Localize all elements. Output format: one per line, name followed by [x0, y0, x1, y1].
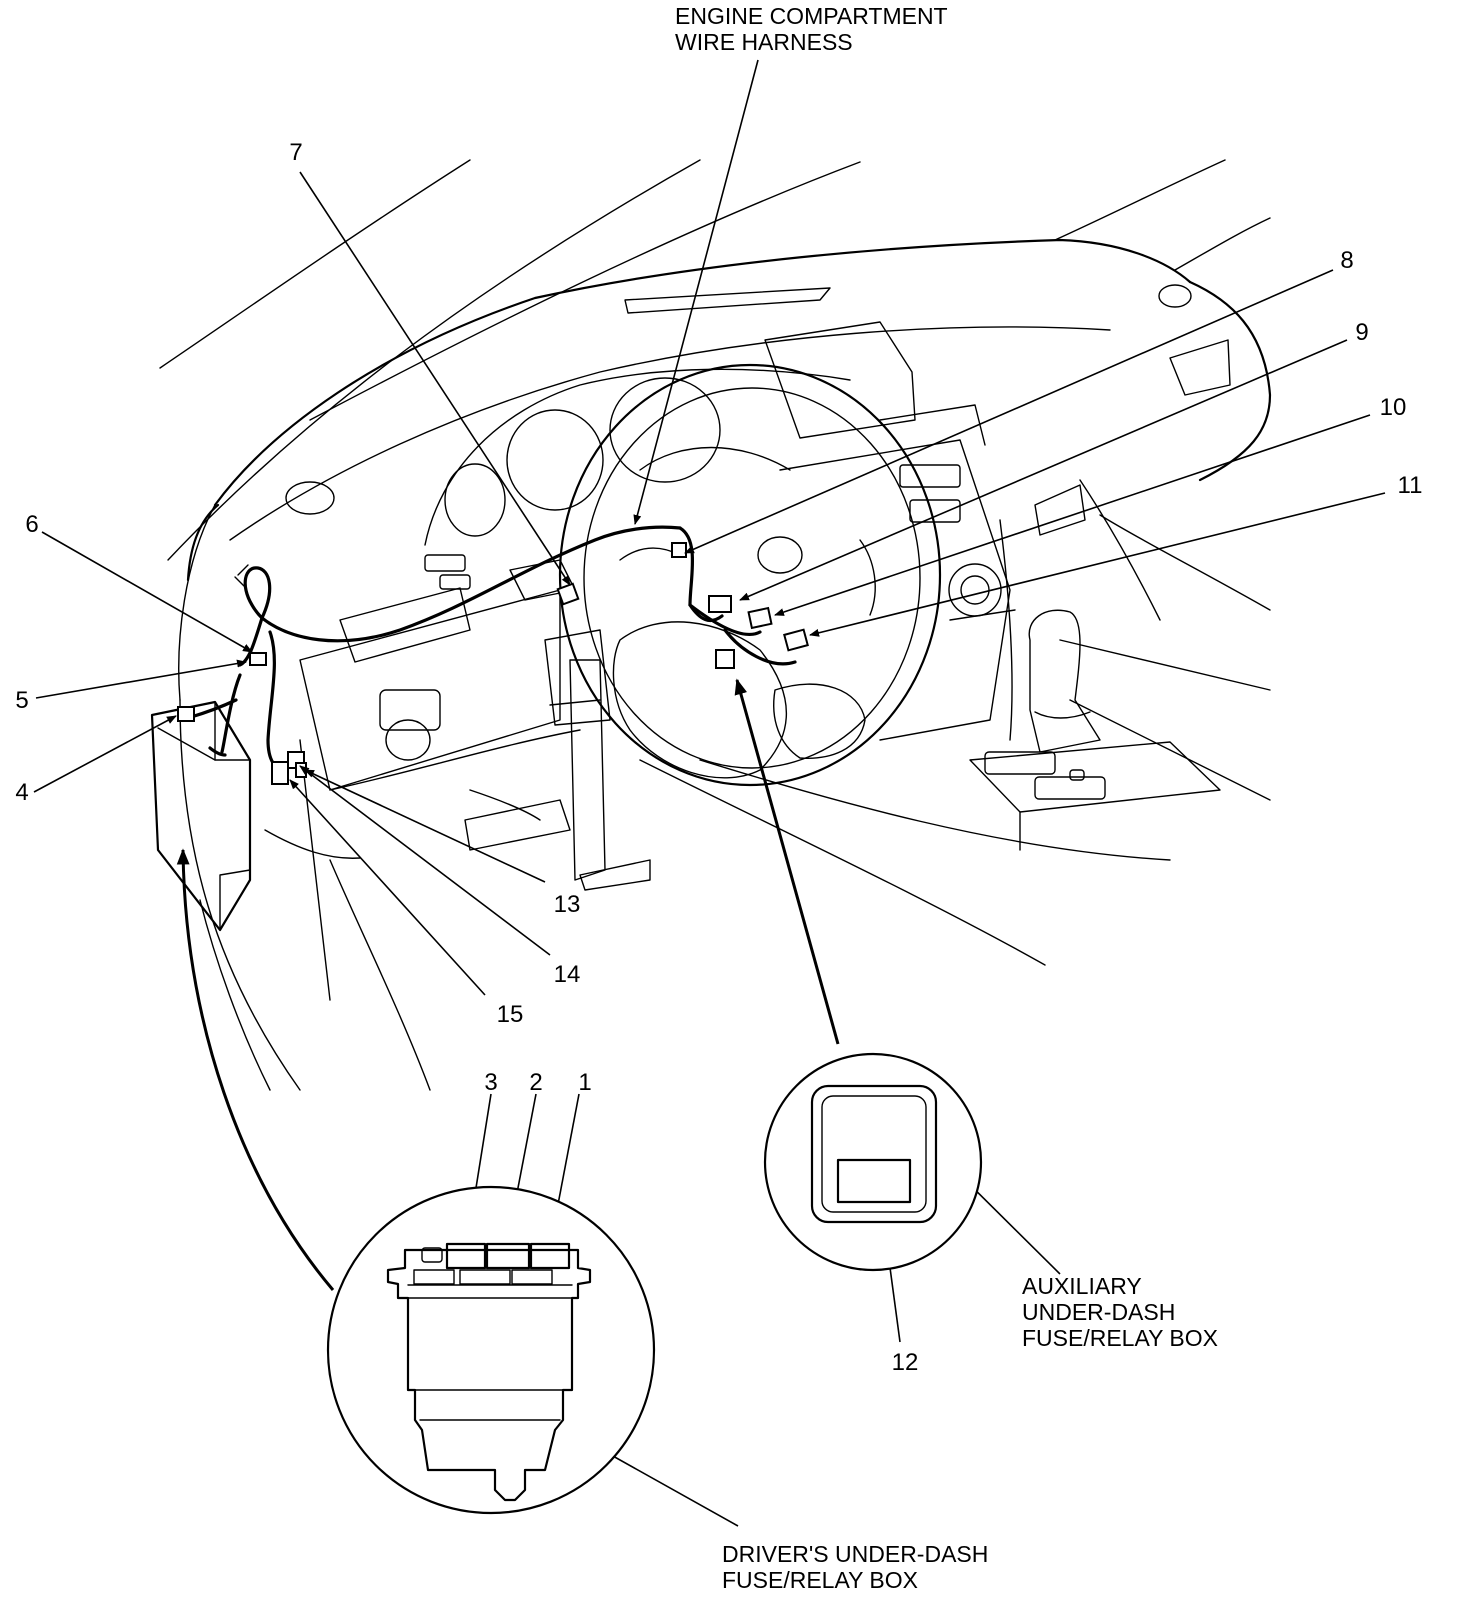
connector-10 — [747, 606, 773, 630]
callout-3: 3 — [484, 1069, 497, 1096]
aux-box-caption-line2: UNDER-DASH — [1022, 1299, 1175, 1325]
connector-5 — [249, 652, 267, 666]
drivers-box-caption-line1: DRIVER'S UNDER-DASH — [722, 1541, 988, 1567]
callout-12: 12 — [892, 1349, 919, 1376]
connector-9 — [708, 595, 732, 613]
dashboard-line-art — [159, 159, 1272, 1091]
callout-9: 9 — [1355, 319, 1368, 346]
wire-harness — [186, 525, 797, 772]
aux-box-caption-line1: AUXILIARY — [1022, 1273, 1142, 1299]
callout-2: 2 — [529, 1069, 542, 1096]
vehicle-connectors — [177, 542, 809, 785]
aux-box-detail — [763, 1052, 983, 1272]
callout-13: 13 — [554, 891, 581, 918]
connector-4 — [177, 706, 195, 722]
driver-box-location — [150, 700, 252, 932]
engine-harness-caption-line2: WIRE HARNESS — [675, 29, 853, 55]
aux-box-caption-line3: FUSE/RELAY BOX — [1022, 1325, 1218, 1351]
callout-lines — [33, 59, 1386, 1527]
callout-14: 14 — [554, 961, 581, 988]
callout-4: 4 — [15, 779, 28, 806]
callout-8: 8 — [1340, 247, 1353, 274]
drivers-box-caption-line2: FUSE/RELAY BOX — [722, 1567, 918, 1593]
connector-11 — [783, 628, 809, 652]
captions: ENGINE COMPARTMENT WIRE HARNESS AUXILIAR… — [675, 3, 1218, 1593]
callout-6: 6 — [25, 511, 38, 538]
connector-7 — [556, 582, 580, 606]
callout-11: 11 — [1398, 472, 1423, 499]
engine-harness-caption-line1: ENGINE COMPARTMENT — [675, 3, 948, 29]
callout-15: 15 — [497, 1001, 524, 1028]
connector-15 — [271, 761, 289, 785]
steering-wheel — [558, 363, 942, 787]
callout-5: 5 — [15, 687, 28, 714]
callout-1: 1 — [578, 1069, 591, 1096]
callout-7: 7 — [289, 139, 302, 166]
connector-8 — [671, 542, 687, 558]
drivers-box-detail — [326, 1185, 656, 1515]
callout-numbers: 1 2 3 4 5 6 7 8 9 10 11 12 13 14 15 — [15, 139, 1422, 1376]
callout-10: 10 — [1380, 394, 1407, 421]
connector-12-loc — [715, 649, 735, 669]
